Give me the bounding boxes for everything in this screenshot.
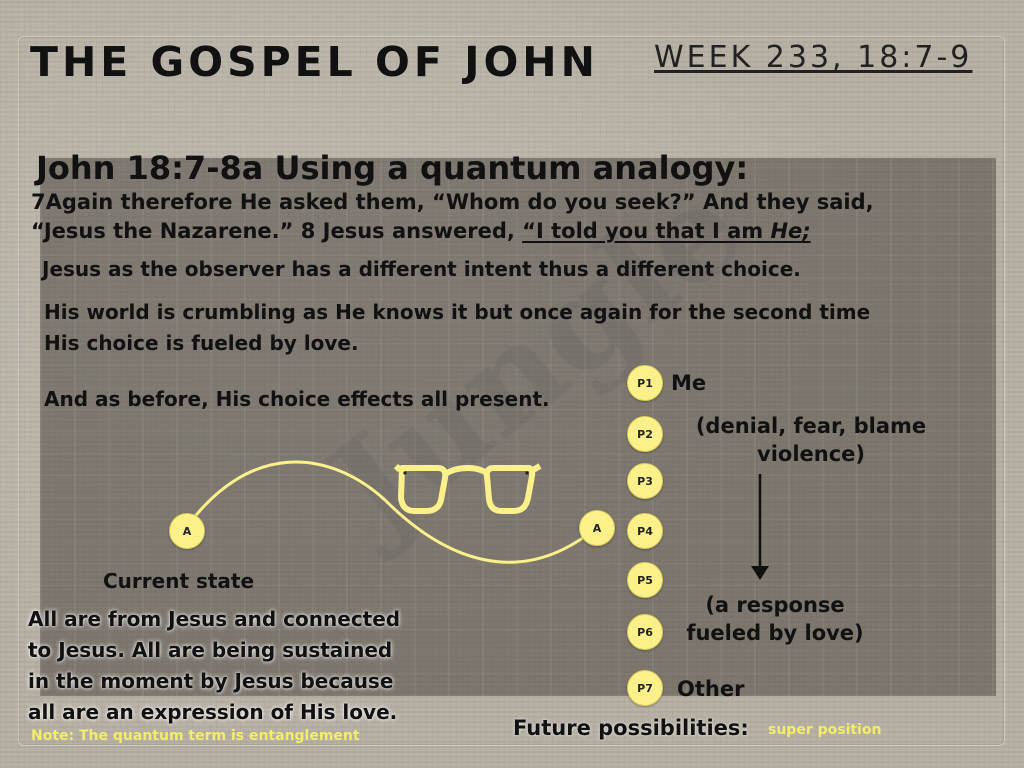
world-line-1: His world is crumbling as He knows it bu… — [44, 300, 871, 324]
description-text: All are from Jesus and connected to Jesu… — [28, 604, 400, 728]
possibility-p4: P4 — [627, 513, 663, 549]
description-line: in the moment by Jesus because — [28, 669, 394, 693]
denial-line-2: violence) — [757, 442, 865, 466]
transition-arrow-head — [751, 566, 769, 580]
verse-line-2-start: “Jesus the Nazarene.” 8 Jesus answered, — [31, 219, 523, 243]
node-a-right: A — [579, 510, 615, 546]
page-title: THE GOSPEL OF JOHN — [30, 38, 599, 86]
glasses-rivet — [403, 471, 407, 475]
possibility-p5: P5 — [627, 562, 663, 598]
verse-line-2: “Jesus the Nazarene.” 8 Jesus answered, … — [31, 217, 874, 246]
future-possibilities-label: Future possibilities: — [513, 716, 749, 740]
description-line: All are from Jesus and connected — [28, 607, 401, 631]
response-line-2: fueled by love) — [686, 621, 864, 645]
verse-line-1: 7Again therefore He asked them, “Whom do… — [31, 190, 874, 214]
super-position-label: super position — [768, 722, 882, 738]
slide-frame — [18, 36, 1005, 746]
denial-line-1: (denial, fear, blame — [695, 414, 927, 438]
current-state-label: Current state — [103, 569, 255, 593]
world-line-2: His choice is fueled by love. — [44, 331, 359, 355]
response-line-1: (a response — [705, 593, 845, 617]
verse-quote-end: ; — [802, 219, 811, 243]
week-label: WEEK 233, 18:7-9 — [654, 40, 973, 75]
possibility-p7: P7 — [627, 670, 663, 706]
glasses-rivet — [525, 471, 529, 475]
possibility-p2: P2 — [627, 416, 663, 452]
node-a-left: A — [169, 513, 205, 549]
response-label: (a response fueled by love) — [680, 591, 870, 647]
description-line: to Jesus. All are being sustained — [28, 638, 393, 662]
verse-quote-start: “I told you that I am — [522, 219, 771, 243]
content-panel — [40, 158, 996, 696]
verse-quote: “I told you that I am He; — [522, 219, 811, 243]
denial-label: (denial, fear, blame violence) — [692, 412, 930, 468]
verse-quote-he: He — [770, 219, 803, 243]
glasses-icon — [393, 463, 542, 514]
entanglement-curve — [184, 460, 597, 564]
other-label: Other — [677, 677, 745, 701]
effects-line: And as before, His choice effects all pr… — [44, 387, 550, 411]
description-line: all are an expression of His love. — [28, 700, 398, 724]
me-label: Me — [671, 371, 707, 395]
world-text: His world is crumbling as He knows it bu… — [44, 297, 870, 359]
possibility-p3: P3 — [627, 463, 663, 499]
slide-heading: John 18:7-8a Using a quantum analogy: — [36, 149, 749, 187]
possibility-p1: P1 — [627, 365, 663, 401]
note-text: Note: The quantum term is entanglement — [31, 728, 360, 744]
verse-text: 7Again therefore He asked them, “Whom do… — [31, 188, 874, 246]
observer-line: Jesus as the observer has a different in… — [42, 257, 801, 281]
possibility-p6: P6 — [627, 614, 663, 650]
